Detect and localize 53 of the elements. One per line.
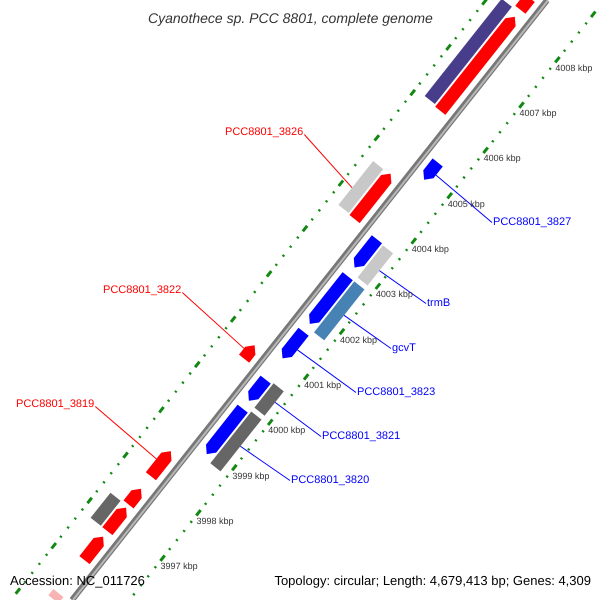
gene-label: trmB [427, 297, 450, 310]
gene-feature [210, 412, 262, 472]
scale-label: 3999 kbp [232, 470, 270, 482]
gene-feature [124, 488, 142, 508]
gene-feature [309, 272, 353, 324]
scale-label: 4001 kbp [304, 380, 342, 391]
footer-text: Accession: NC_011726 [9, 573, 146, 588]
leader-line [274, 402, 322, 437]
gene-feature [79, 536, 104, 564]
scale-label: 4008 kbp [555, 62, 592, 74]
gene-feature [354, 235, 382, 268]
gene-label: PCC8801_3823 [357, 386, 436, 399]
gene-feature [358, 245, 394, 286]
gene-feature [248, 376, 271, 401]
scale-label: 4002 kbp [340, 334, 378, 346]
scale-label: 4005 kbp [448, 198, 485, 210]
gene-feature [515, 0, 535, 14]
leader-line [344, 314, 392, 349]
gene-label: PCC8801_3826 [225, 126, 304, 139]
scale-label: 4007 kbp [519, 108, 557, 120]
gene-feature [146, 451, 172, 480]
gene-label: PCC8801_3820 [291, 474, 370, 487]
gene-label: PCC8801_3822 [103, 284, 182, 297]
gene-feature [102, 508, 127, 536]
gene-feature [338, 161, 384, 213]
scale-label: 4006 kbp [484, 153, 521, 164]
leader-line [304, 134, 353, 188]
gene-feature [423, 158, 443, 180]
gene-label: PCC8801_3821 [322, 430, 400, 443]
gene-label: PCC8801_3819 [16, 398, 94, 411]
footer-text: Topology: circular; Length: 4,679,413 bp; Genes: 4,309 [273, 573, 592, 588]
leader-line [378, 270, 426, 304]
scale-label: 3997 kbp [160, 561, 198, 572]
gene-feature [48, 589, 64, 600]
gene-feature [435, 16, 516, 115]
gene-feature [282, 328, 309, 358]
gene-label: gcvT [392, 342, 416, 355]
title: Cyanothece sp. PCC 8801, complete genome [148, 9, 433, 28]
gene-feature [350, 174, 392, 224]
scale-label: 4000 kbp [268, 425, 306, 436]
gene-feature [90, 492, 121, 526]
leader-line [436, 174, 492, 223]
leader-line [240, 446, 290, 481]
leader-line [94, 406, 157, 460]
scale-label: 3998 kbp [196, 516, 234, 527]
scale-label: 4003 kbp [376, 289, 413, 300]
leader-line [297, 349, 356, 393]
gene-feature [206, 404, 248, 454]
gene-feature [254, 383, 284, 416]
scale-label: 4004 kbp [412, 244, 449, 255]
gene-label: PCC8801_3827 [493, 216, 572, 229]
gene-feature [239, 345, 256, 363]
leader-line [182, 292, 244, 349]
